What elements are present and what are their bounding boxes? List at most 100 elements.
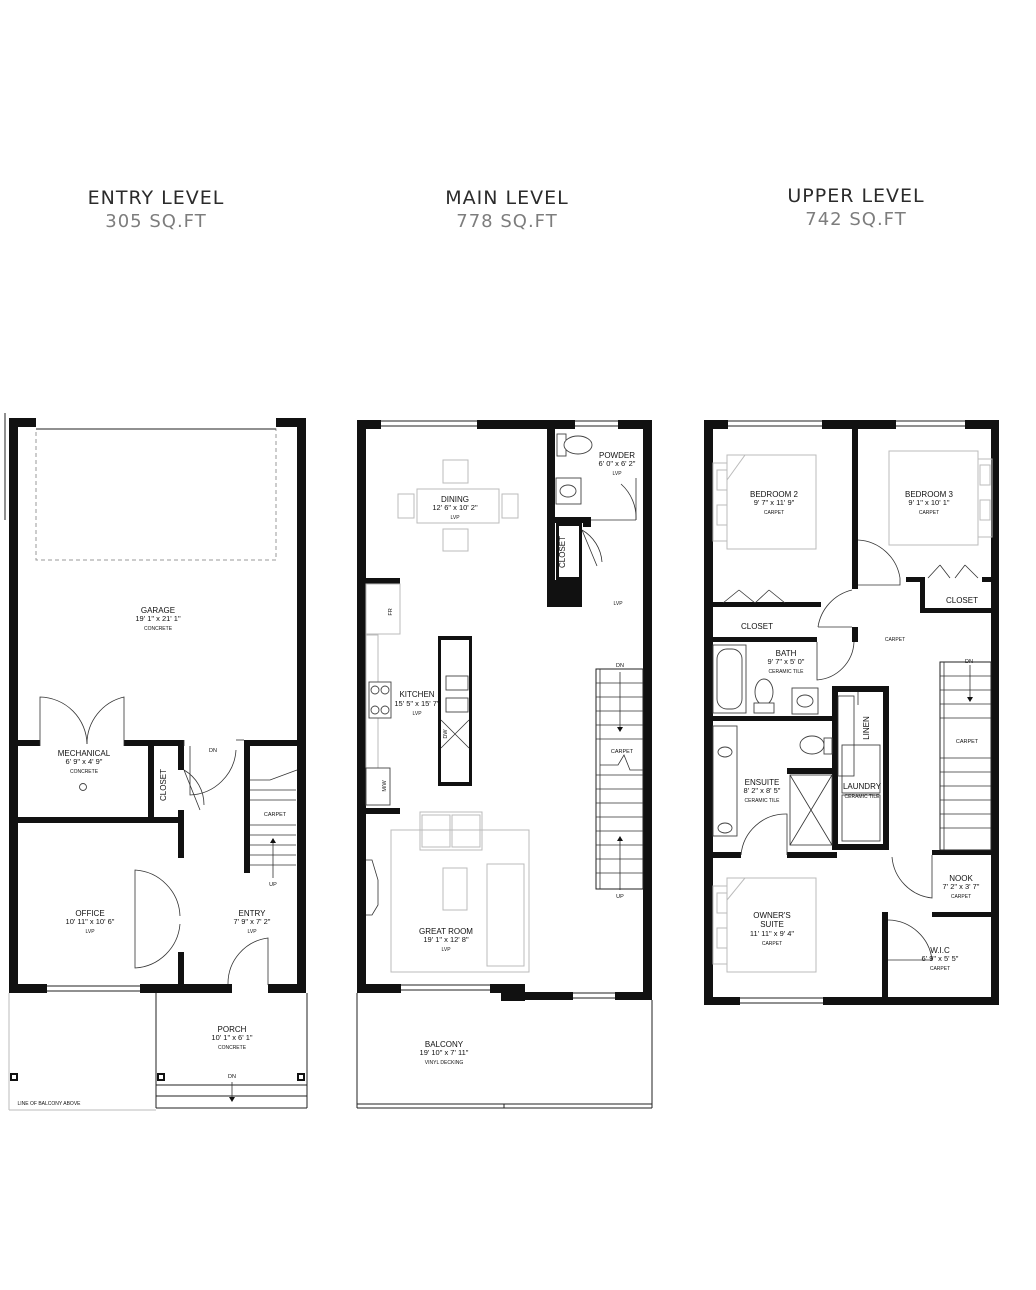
entry-level-plan: GARAGE 19' 1" x 21' 1" CONCRETE MECHANIC… bbox=[4, 413, 308, 1111]
wall bbox=[852, 429, 858, 589]
bifold-door bbox=[927, 564, 979, 579]
door-swing bbox=[857, 539, 901, 586]
wall bbox=[852, 627, 858, 642]
door-swing bbox=[183, 769, 205, 811]
hall-material: LVP bbox=[613, 601, 623, 607]
wall bbox=[366, 808, 400, 814]
door-swing bbox=[817, 589, 853, 628]
bath-dims: 9' 7" x 5' 0" bbox=[768, 657, 805, 666]
owners-suite-label-1: OWNER'S bbox=[753, 911, 791, 920]
office-material: LVP bbox=[85, 929, 95, 935]
porch-dims: 10' 1" x 6' 1" bbox=[211, 1033, 252, 1042]
bath-label: BATH bbox=[776, 649, 797, 658]
door-swing bbox=[227, 937, 269, 985]
wall bbox=[178, 952, 184, 987]
door-swing bbox=[816, 641, 855, 681]
wic-label: W.I.C bbox=[930, 946, 950, 955]
door-swing bbox=[134, 920, 181, 969]
wall bbox=[244, 740, 250, 873]
wic-dims: 6' 9" x 5' 5" bbox=[922, 954, 959, 963]
wall bbox=[525, 992, 573, 1000]
powder-fixtures bbox=[555, 433, 637, 521]
wall bbox=[713, 852, 741, 858]
powder-material: LVP bbox=[612, 471, 622, 477]
up-label: UP bbox=[269, 882, 277, 888]
dishwasher-label: DW bbox=[443, 729, 449, 739]
main-level-plan: DINING 12' 6" x 10' 2" LVP POWDER 6' 0" … bbox=[356, 420, 653, 1109]
kitchen-material: LVP bbox=[412, 711, 422, 717]
office-dims: 10' 11" x 10' 6" bbox=[66, 917, 115, 926]
closet-left-label: CLOSET bbox=[741, 622, 773, 631]
wall bbox=[618, 420, 652, 429]
ensuite-material: CERAMIC TILE bbox=[745, 798, 781, 804]
bedroom2-furniture bbox=[712, 454, 817, 550]
wic-material: CARPET bbox=[930, 966, 950, 972]
wall bbox=[906, 577, 922, 582]
wall bbox=[704, 420, 728, 429]
wall bbox=[148, 740, 154, 823]
wall bbox=[713, 637, 817, 642]
wall bbox=[297, 418, 306, 993]
dining-material: LVP bbox=[450, 515, 460, 521]
level-title: MAIN LEVEL bbox=[445, 187, 569, 209]
dining-label: DINING bbox=[441, 495, 469, 504]
mechanical-label: MECHANICAL bbox=[58, 749, 111, 758]
balcony-line-above bbox=[8, 993, 156, 1111]
mechanical-material: CONCRETE bbox=[70, 769, 99, 775]
entry-dims: 7' 9" x 7' 2" bbox=[234, 917, 271, 926]
balcony bbox=[356, 993, 653, 1109]
wall bbox=[882, 912, 888, 997]
upper-level-heading: UPPER LEVEL 742 SQ.FT bbox=[736, 185, 976, 230]
stairs bbox=[939, 661, 992, 851]
great-room-dims: 19' 1" x 12' 8" bbox=[423, 935, 469, 944]
wall bbox=[704, 997, 740, 1005]
door-swing bbox=[891, 855, 933, 899]
wall bbox=[832, 844, 889, 850]
door-swing bbox=[39, 696, 88, 746]
wall bbox=[991, 420, 999, 1005]
wall bbox=[9, 418, 18, 993]
dn-label: DN bbox=[209, 748, 217, 754]
wall bbox=[823, 997, 999, 1005]
wall bbox=[965, 420, 999, 429]
wall bbox=[822, 420, 896, 429]
wall bbox=[583, 517, 591, 527]
wall bbox=[178, 810, 184, 858]
wall bbox=[357, 420, 381, 429]
wall bbox=[9, 418, 36, 427]
wall bbox=[920, 577, 925, 612]
kitchen-dims: 15' 5" x 15' 7" bbox=[394, 699, 440, 708]
door-swing bbox=[86, 696, 125, 746]
wall bbox=[357, 420, 366, 993]
wall bbox=[268, 984, 306, 993]
closet-inner bbox=[559, 526, 579, 577]
bedroom3-material: CARPET bbox=[919, 510, 939, 516]
entry-level-heading: ENTRY LEVEL 305 SQ.FT bbox=[36, 187, 276, 232]
wall bbox=[787, 852, 837, 858]
porch-label: PORCH bbox=[218, 1025, 247, 1034]
wall bbox=[18, 740, 40, 746]
powder-dims: 6' 0" x 6' 2" bbox=[599, 459, 636, 468]
wall bbox=[787, 768, 836, 774]
laundry-fixtures bbox=[837, 695, 881, 842]
wall bbox=[244, 740, 297, 746]
ensuite-label: ENSUITE bbox=[745, 778, 780, 787]
stairs bbox=[250, 769, 298, 878]
stair-carpet-label: CARPET bbox=[956, 739, 979, 745]
closet-right-label: CLOSET bbox=[946, 596, 978, 605]
nook-dims: 7' 2" x 3' 7" bbox=[943, 882, 980, 891]
balcony-dims: 19' 10" x 7' 11" bbox=[420, 1048, 469, 1057]
wall bbox=[932, 912, 992, 917]
stairs bbox=[595, 668, 644, 890]
level-area: 742 SQ.FT bbox=[805, 209, 907, 230]
wall bbox=[643, 420, 652, 1000]
bedroom3-dims: 9' 1" x 10' 1" bbox=[908, 498, 949, 507]
owners-suite-dims: 11' 11" x 9' 4" bbox=[750, 929, 795, 938]
fridge-label: FR bbox=[388, 608, 394, 615]
balcony-label: BALCONY bbox=[425, 1040, 464, 1049]
bedroom3-furniture bbox=[888, 450, 993, 546]
wall bbox=[547, 429, 555, 607]
powder-label: POWDER bbox=[599, 451, 635, 460]
balcony-line-label: LINE OF BALCONY ABOVE bbox=[18, 1101, 82, 1107]
